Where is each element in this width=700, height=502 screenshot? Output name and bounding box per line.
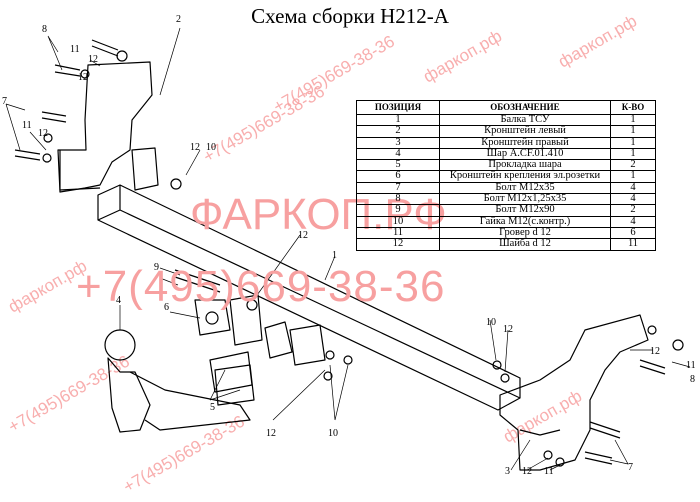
cell-qty: 11	[610, 238, 656, 251]
cell-position: 7	[356, 181, 440, 195]
callout-12: 12	[190, 142, 200, 153]
page-title: Схема сборки H212-A	[251, 4, 449, 28]
cell-qty: 4	[610, 215, 656, 228]
callout-12: 12	[522, 466, 532, 477]
callout-8: 8	[690, 374, 695, 385]
cell-designation: Болт M12x35	[439, 181, 611, 195]
callout-12: 12	[650, 346, 660, 357]
header-qty: К-ВО	[610, 100, 656, 115]
callout-9: 9	[154, 262, 159, 273]
callout-12: 12	[38, 128, 48, 139]
callout-12: 12	[503, 324, 513, 335]
cell-designation: Болт M12x90	[439, 204, 611, 217]
cell-qty: 2	[610, 204, 656, 217]
cell-qty: 1	[610, 113, 656, 127]
callout-4: 4	[116, 295, 121, 306]
cell-qty: 1	[610, 125, 656, 138]
cell-position: 6	[356, 170, 440, 183]
cell-qty: 6	[610, 226, 656, 240]
cell-position: 11	[356, 226, 440, 240]
cell-designation: Кронштейн крепления эл.розетки	[439, 170, 611, 183]
table-header-row: ПОЗИЦИЯ ОБОЗНАЧЕНИЕ К-ВО	[356, 100, 656, 115]
cell-qty: 1	[610, 170, 656, 183]
cell-designation: Болт M12x1,25x35	[439, 193, 611, 206]
cell-designation: Кронштейн правый	[439, 136, 611, 149]
callout-11: 11	[686, 360, 696, 371]
cell-designation: Прокладка шара	[439, 159, 611, 172]
cell-designation: Шайба d 12	[439, 238, 611, 251]
cell-designation: Гайка M12(с.контр.)	[439, 215, 611, 228]
cell-position: 8	[356, 193, 440, 206]
callout-6: 6	[164, 302, 169, 313]
cell-qty: 1	[610, 147, 656, 161]
callout-1: 1	[332, 250, 337, 261]
cell-position: 1	[356, 113, 440, 127]
cell-position: 9	[356, 204, 440, 217]
cell-position: 12	[356, 238, 440, 251]
callout-10: 10	[486, 317, 496, 328]
callout-3: 3	[505, 466, 510, 477]
callout-2: 2	[176, 14, 181, 25]
cell-position: 10	[356, 215, 440, 228]
cell-designation: Балка ТСУ	[439, 113, 611, 127]
callout-8: 8	[42, 24, 47, 35]
callout-11: 11	[22, 120, 32, 131]
cell-designation: Шар A.CF.01.410	[439, 147, 611, 161]
callout-12: 12	[88, 54, 98, 65]
callout-5: 5	[210, 402, 215, 413]
cell-position: 4	[356, 147, 440, 161]
callout-11: 11	[70, 44, 80, 55]
callout-10: 10	[328, 428, 338, 439]
cell-designation: Гровер d 12	[439, 226, 611, 240]
cell-designation: Кронштейн левый	[439, 125, 611, 138]
cell-position: 3	[356, 136, 440, 149]
callout-7: 7	[628, 462, 633, 473]
cell-qty: 4	[610, 181, 656, 195]
callout-10: 10	[206, 142, 216, 153]
callout-12: 12	[298, 230, 308, 241]
cell-qty: 1	[610, 136, 656, 149]
callout-12: 12	[78, 72, 88, 83]
callout-12: 12	[266, 428, 276, 439]
header-designation: ОБОЗНАЧЕНИЕ	[439, 100, 611, 115]
callout-7: 7	[2, 96, 7, 107]
cell-qty: 2	[610, 159, 656, 172]
cell-qty: 4	[610, 193, 656, 206]
header-position: ПОЗИЦИЯ	[356, 100, 440, 115]
cell-position: 2	[356, 125, 440, 138]
cell-position: 5	[356, 159, 440, 172]
callout-11: 11	[544, 466, 554, 477]
